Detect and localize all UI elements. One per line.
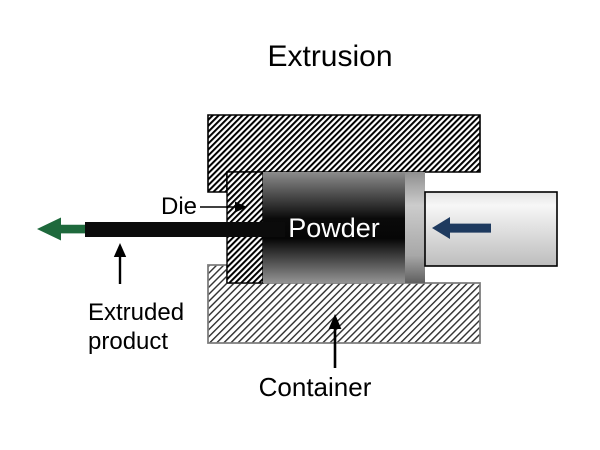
extruded-product-rod — [85, 222, 285, 237]
extruded-product-label-line2: product — [88, 328, 168, 355]
extrusion-direction-arrow-icon — [37, 217, 88, 241]
powder-label: Powder — [288, 213, 380, 243]
force-arrow-icon — [432, 217, 491, 239]
die-pointer-arrow-icon — [235, 201, 247, 213]
ram-face — [405, 172, 425, 283]
container-pointer-arrow-icon — [328, 314, 342, 329]
extruded-product-label-line1: Extruded — [88, 299, 184, 326]
extruded-product-pointer-arrow-icon — [113, 243, 127, 257]
powder-chamber — [263, 172, 405, 283]
page-title: Extrusion — [267, 40, 392, 73]
die-label: Die — [161, 193, 197, 220]
container-label: Container — [259, 372, 372, 402]
